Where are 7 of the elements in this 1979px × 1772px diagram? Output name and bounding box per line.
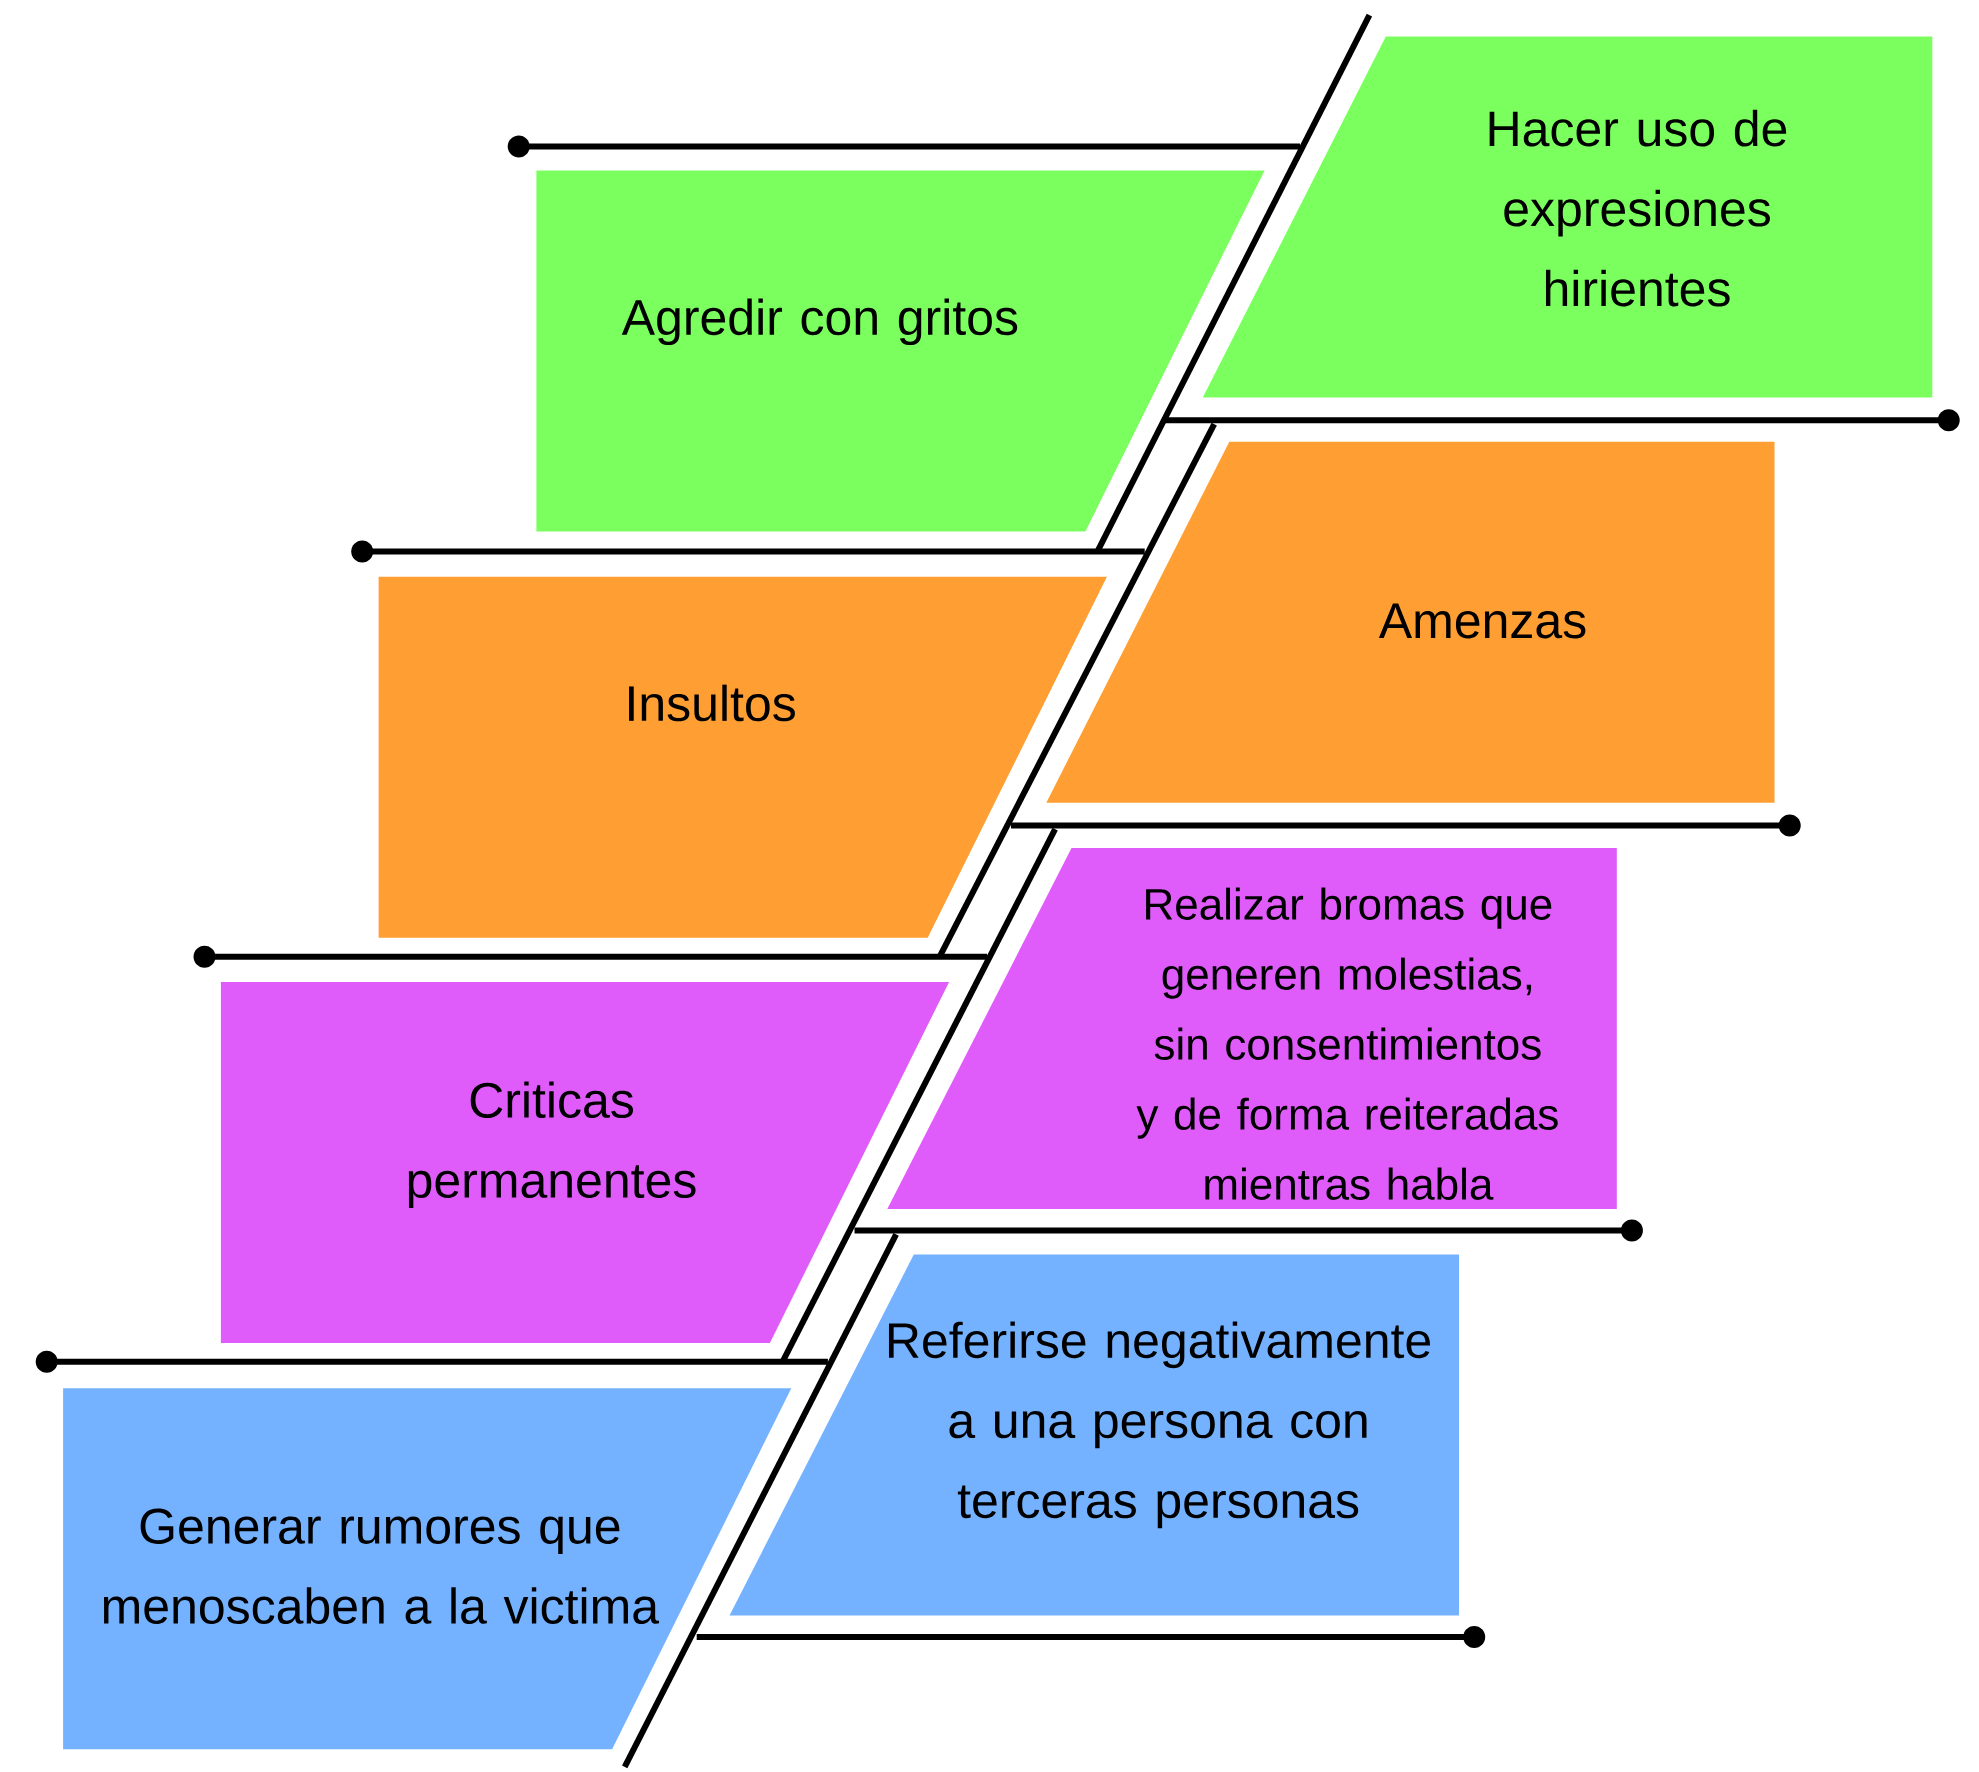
parallelogram-box: Generar rumores que menoscaben a la victima [63, 1388, 792, 1750]
parallelogram-box: Amenzas [1046, 441, 1775, 803]
parallelogram-box: Hacer uso de expresiones hirientes [1202, 36, 1933, 398]
parallelogram-box: Referirse negativamente a una persona con terceras personas [729, 1254, 1459, 1616]
parallelogram-box: Insultos [378, 576, 1107, 938]
parallelogram-box: Realizar bromas que generen molestias, sin consentimientos y de forma reiteradas mientras habla [887, 848, 1617, 1210]
parallelogram-box: Agredir con gritos [536, 170, 1265, 532]
